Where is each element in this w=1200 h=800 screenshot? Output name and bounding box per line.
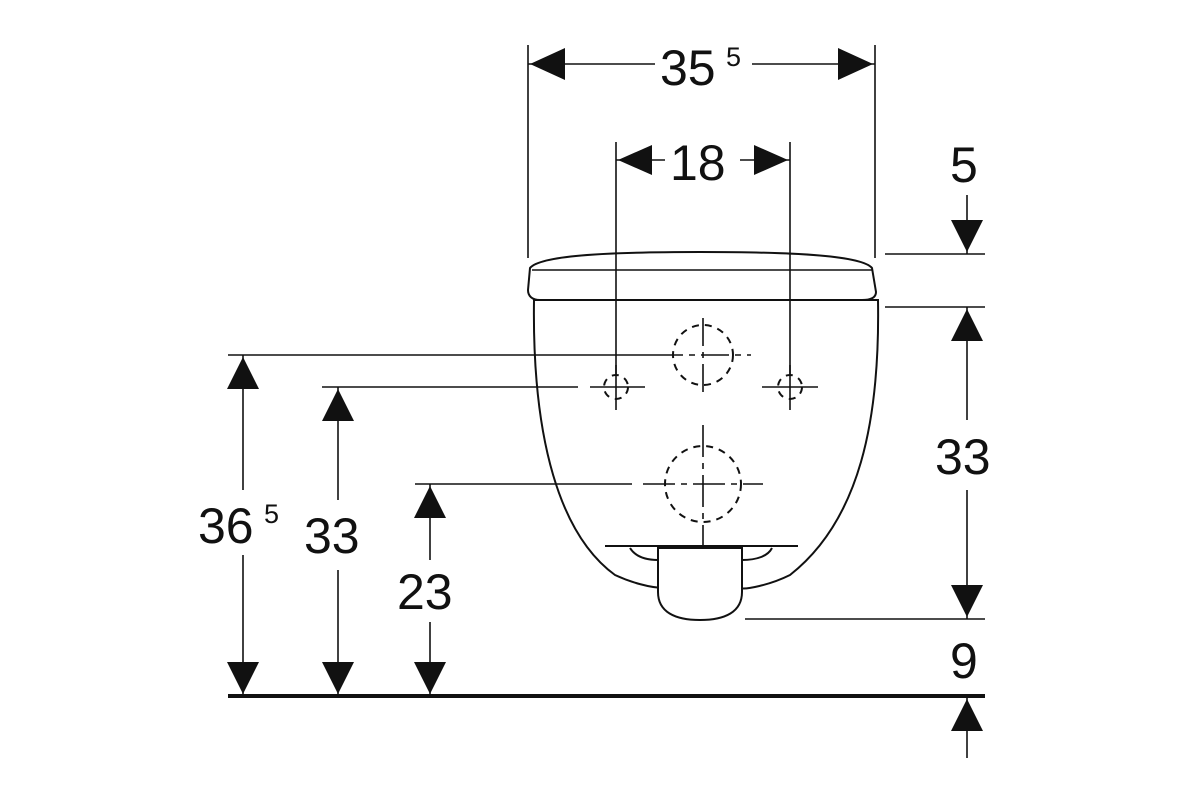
dim-height-outlet: 23: [397, 483, 632, 696]
arrow-width-right: [838, 48, 873, 80]
dim-height-bolts: 33: [304, 386, 578, 696]
arrow-height-upper-top: [227, 357, 259, 389]
mounting-holes: [590, 318, 818, 545]
label-overall-width: 35: [660, 40, 716, 96]
label-height-outlet: 23: [397, 564, 453, 620]
arrow-bottom-gap: [951, 699, 983, 731]
seat-lid: [526, 250, 878, 301]
label-height-upper: 36: [198, 498, 254, 554]
dim-height-upper: 36 5: [198, 354, 655, 696]
arrow-spacing-left: [618, 145, 652, 175]
label-mount-spacing: 18: [670, 135, 726, 191]
arrow-height-bolts-bottom: [322, 662, 354, 694]
label-bottom-gap: 9: [950, 633, 978, 689]
arrow-height-outlet-top: [414, 486, 446, 518]
arrow-height-upper-bottom: [227, 662, 259, 694]
label-bowl-depth: 33: [935, 429, 991, 485]
dim-lid-gap: 5: [885, 137, 985, 255]
arrow-width-left: [530, 48, 565, 80]
label-height-bolts: 33: [304, 508, 360, 564]
dim-bowl-depth: 33: [745, 306, 991, 620]
arrow-bowl-top: [951, 309, 983, 341]
arrow-spacing-right: [754, 145, 788, 175]
arrow-height-bolts-top: [322, 389, 354, 421]
label-height-upper-sup: 5: [264, 499, 279, 529]
dim-overall-width: 35 5: [527, 40, 876, 258]
label-lid-gap: 5: [950, 137, 978, 193]
dim-bottom-gap: 9: [950, 633, 983, 758]
rim-hook-left: [629, 547, 659, 561]
outlet-spigot: [657, 547, 743, 622]
toilet-bowl: [526, 250, 880, 622]
arrow-height-outlet-bottom: [414, 662, 446, 694]
rim-hook-right: [741, 547, 773, 561]
arrow-bowl-bottom: [951, 585, 983, 617]
dim-mount-spacing: 18: [615, 135, 791, 375]
arrow-lid-gap: [951, 220, 983, 252]
label-overall-width-sup: 5: [726, 42, 741, 72]
